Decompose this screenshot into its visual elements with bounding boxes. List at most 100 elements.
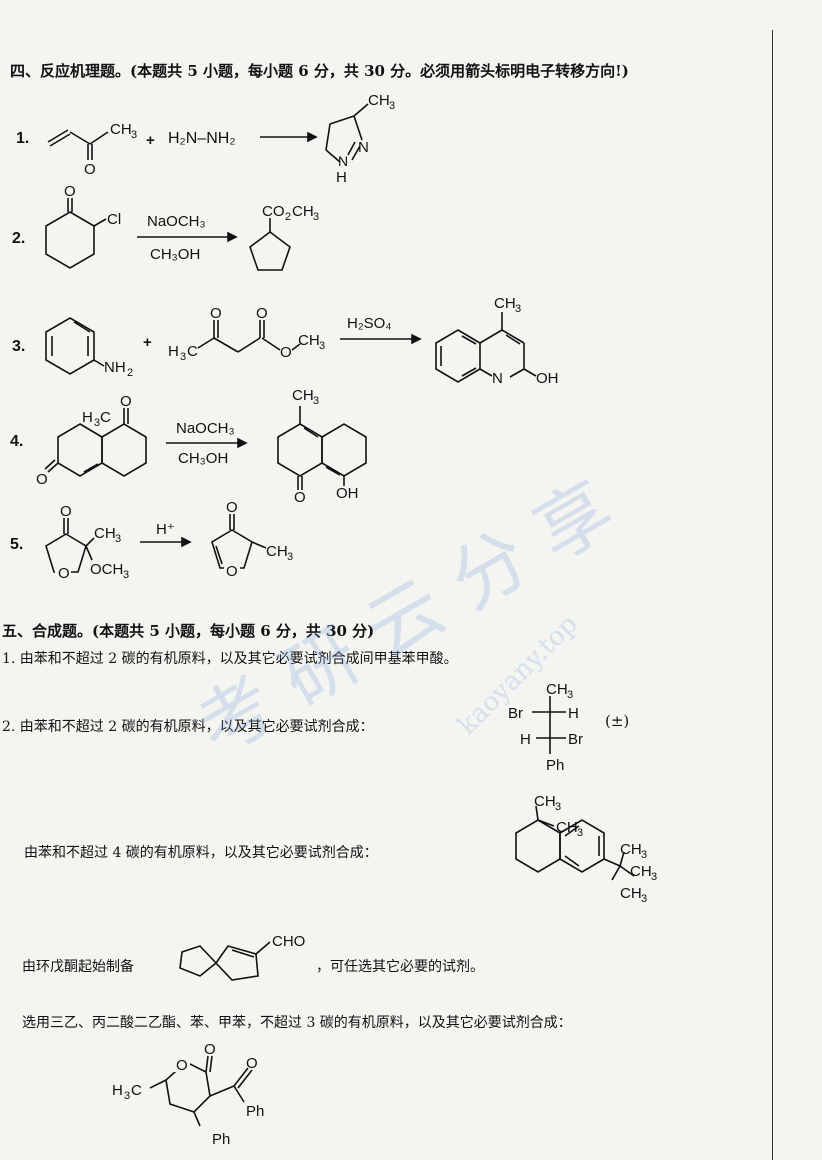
svg-text:H: H <box>82 409 93 426</box>
svg-text:O: O <box>280 344 292 361</box>
svg-text:3: 3 <box>115 533 121 545</box>
chlorocyclohexanone-structure: O Cl <box>45 183 121 269</box>
svg-text:Ph: Ph <box>246 1103 264 1120</box>
synthesis-question-3: 由苯和不超过 4 碳的有机原料，以及其它必要试剂合成： <box>24 845 378 861</box>
item-number: 4. <box>10 433 24 450</box>
synthesis-question-4-post: ，可任选其它必要的试剂。 <box>316 959 484 975</box>
svg-text:CH: CH <box>556 819 578 836</box>
reagent-hydrazine: H₂N–NH₂ <box>168 130 236 147</box>
condition-top: H⁺ <box>156 521 175 538</box>
svg-text:H: H <box>520 731 531 748</box>
svg-text:OH: OH <box>536 370 559 387</box>
svg-text:O: O <box>64 183 76 200</box>
svg-text:CH: CH <box>368 92 390 109</box>
racemic-label: (±) <box>605 712 630 730</box>
svg-text:CH: CH <box>630 863 652 880</box>
svg-text:H: H <box>112 1082 123 1099</box>
svg-text:3: 3 <box>313 211 319 223</box>
svg-text:3: 3 <box>124 1090 130 1102</box>
svg-text:O: O <box>210 305 222 322</box>
section5-title: 五、合成题。(本题共 5 小题，每小题 6 分，共 30 分) <box>2 622 375 640</box>
svg-text:3: 3 <box>131 129 137 141</box>
plus-sign: + <box>143 334 152 351</box>
svg-text:O: O <box>176 1057 188 1074</box>
svg-text:Br: Br <box>508 705 523 722</box>
svg-text:CH: CH <box>292 387 314 404</box>
svg-text:3: 3 <box>389 100 395 112</box>
svg-text:O: O <box>226 563 238 580</box>
svg-text:CH: CH <box>298 332 320 349</box>
svg-text:CH: CH <box>94 525 116 542</box>
svg-text:3: 3 <box>641 849 647 861</box>
condition-bottom: CH₃OH <box>150 246 201 263</box>
svg-text:N: N <box>492 370 503 387</box>
svg-text:CH: CH <box>620 841 642 858</box>
svg-text:N: N <box>338 153 348 169</box>
svg-text:O: O <box>84 161 96 178</box>
condition-top: NaOCH₃ <box>176 420 235 437</box>
page-border <box>772 30 773 1160</box>
svg-text:O: O <box>256 305 268 322</box>
synthesis-question-2: 2. 由苯和不超过 2 碳的有机原料，以及其它必要试剂合成： <box>2 719 374 735</box>
svg-text:3: 3 <box>313 395 319 407</box>
svg-text:CH: CH <box>292 203 314 220</box>
svg-text:N: N <box>358 139 369 156</box>
item-number: 1. <box>16 130 30 147</box>
svg-text:CH: CH <box>494 295 516 312</box>
svg-text:CH: CH <box>546 681 568 698</box>
svg-text:H: H <box>336 169 347 186</box>
svg-text:2: 2 <box>127 367 133 379</box>
spiro-aldehyde-structure: CHO <box>179 933 305 981</box>
synthesis-question-4-pre: 由环戊酮起始制备 <box>22 959 134 975</box>
svg-text:3: 3 <box>515 303 521 315</box>
svg-text:Ph: Ph <box>212 1131 230 1148</box>
svg-text:3: 3 <box>651 871 657 883</box>
svg-text:3: 3 <box>287 551 293 563</box>
synthesis-question-1: 1. 由苯和不超过 2 碳的有机原料，以及其它必要试剂合成间甲基苯甲酸。 <box>2 651 458 667</box>
svg-text:C: C <box>187 343 198 360</box>
svg-text:Ph: Ph <box>546 757 564 774</box>
svg-text:OH: OH <box>336 485 359 502</box>
svg-text:3: 3 <box>180 351 186 363</box>
svg-text:H: H <box>568 705 579 722</box>
svg-text:O: O <box>60 503 72 520</box>
svg-text:CH: CH <box>534 793 556 810</box>
svg-text:2: 2 <box>285 211 291 223</box>
svg-text:O: O <box>246 1055 258 1072</box>
svg-text:CH: CH <box>110 121 132 138</box>
svg-text:3: 3 <box>319 340 325 352</box>
svg-text:OCH: OCH <box>90 561 123 578</box>
svg-text:O: O <box>36 471 48 488</box>
svg-text:CO: CO <box>262 203 285 220</box>
svg-text:O: O <box>294 489 306 506</box>
svg-text:O: O <box>226 499 238 516</box>
item-number: 5. <box>10 536 24 553</box>
item-number: 2. <box>12 230 26 247</box>
svg-text:3: 3 <box>123 569 129 581</box>
svg-text:Cl: Cl <box>107 211 121 228</box>
svg-text:3: 3 <box>94 417 100 429</box>
svg-text:Br: Br <box>568 731 583 748</box>
item-number: 3. <box>12 338 26 355</box>
svg-text:C: C <box>100 409 111 426</box>
svg-text:3: 3 <box>567 689 573 701</box>
condition-bottom: CH₃OH <box>178 450 229 467</box>
svg-text:H: H <box>168 343 179 360</box>
svg-text:3: 3 <box>577 827 583 839</box>
plus-sign: + <box>146 132 155 149</box>
synthesis-question-5: 选用三乙、丙二酸二乙酯、苯、甲苯，不超过 3 碳的有机原料，以及其它必要试剂合成… <box>22 1015 572 1031</box>
condition-top: NaOCH₃ <box>147 213 206 230</box>
